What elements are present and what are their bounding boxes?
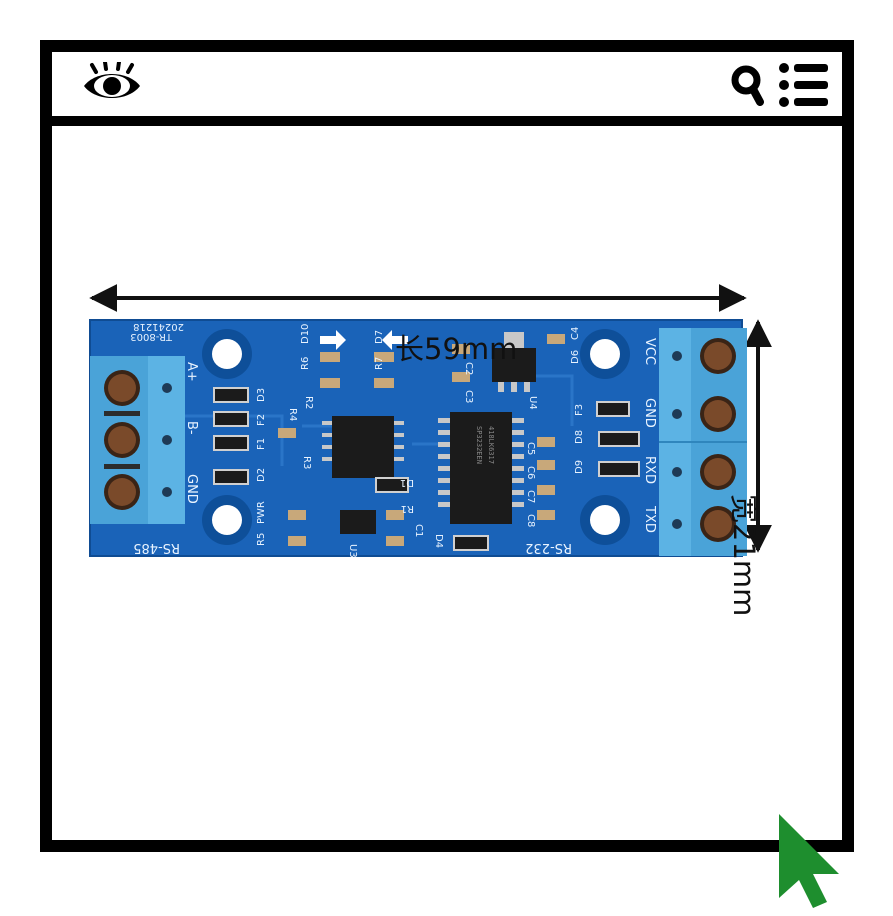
- pin-label-rxd: RXD: [642, 456, 657, 484]
- comp-c7: C7: [525, 490, 536, 503]
- comp-r1: R1: [401, 503, 414, 514]
- comp-u4: U4: [527, 396, 538, 410]
- rs485-title: RS-485: [133, 540, 180, 555]
- comp-d2: D2: [256, 468, 267, 482]
- cursor-arrow-icon: [779, 814, 839, 908]
- product-image: SP3232EEN 418LK6317: [89, 284, 772, 558]
- comp-f3: F3: [574, 404, 585, 416]
- comp-r4: R4: [287, 408, 298, 421]
- comp-r7: R7: [374, 357, 385, 370]
- comp-r3: R3: [301, 456, 312, 469]
- tx-arrow: [320, 330, 346, 350]
- browser-frame: SP3232EEN 418LK6317: [40, 40, 854, 852]
- top-bar: [52, 52, 842, 126]
- comp-c4: C4: [570, 327, 581, 340]
- comp-d8: D8: [574, 430, 585, 444]
- chip-marking-1: SP3232EEN: [475, 426, 483, 464]
- chip-u3: [340, 510, 376, 534]
- pin-label-txd: TXD: [642, 505, 657, 533]
- chip-marking-2: 418LK6317: [487, 426, 495, 464]
- comp-c5: C5: [525, 442, 536, 455]
- comp-r2: R2: [303, 396, 314, 409]
- comp-c1: C1: [413, 524, 424, 537]
- pin-label-vcc: VCC: [642, 338, 657, 365]
- rx-arrow: [382, 330, 408, 350]
- date-label: 20241218: [133, 321, 184, 332]
- comp-d6: D6: [570, 350, 581, 364]
- comp-f2: F2: [256, 414, 267, 426]
- comp-d3: D3: [256, 388, 267, 402]
- search-icon[interactable]: [730, 64, 766, 106]
- pin-label-gnd2: GND: [642, 398, 657, 428]
- pwr-label: PWR: [256, 501, 267, 524]
- comp-d7: D7: [374, 330, 385, 344]
- comp-c6: C6: [525, 466, 536, 479]
- comp-d9: D9: [574, 460, 585, 474]
- comp-u3: U3: [347, 544, 358, 558]
- pin-label-gnd: GND: [184, 474, 199, 504]
- transceiver-chip-u2: [322, 416, 404, 478]
- pin-label-b: B-: [184, 421, 199, 435]
- rs232-chip-sp3232: SP3232EEN 418LK6317: [438, 412, 524, 524]
- eye-icon[interactable]: [80, 62, 144, 106]
- comp-f1: F1: [256, 438, 267, 450]
- width-dimension-label: 宽21mm: [727, 494, 761, 617]
- comp-r6: R6: [300, 357, 311, 370]
- model-label: TR-8003: [130, 331, 173, 342]
- comp-c3: C3: [463, 390, 474, 403]
- comp-c8: C8: [525, 514, 536, 527]
- comp-r5: R5: [256, 533, 267, 546]
- comp-d4: D4: [433, 534, 444, 548]
- list-menu-icon[interactable]: [778, 62, 830, 108]
- pin-label-a: A+: [184, 362, 199, 382]
- regulator-u4: [492, 332, 536, 392]
- rs232-title: RS-232: [525, 540, 572, 555]
- comp-c2: C2: [463, 362, 474, 375]
- comp-d10: D10: [300, 324, 311, 344]
- comp-d1: D1: [400, 477, 414, 488]
- content-area: SP3232EEN 418LK6317: [52, 126, 842, 840]
- length-dimension-label: 长59mm: [395, 332, 518, 366]
